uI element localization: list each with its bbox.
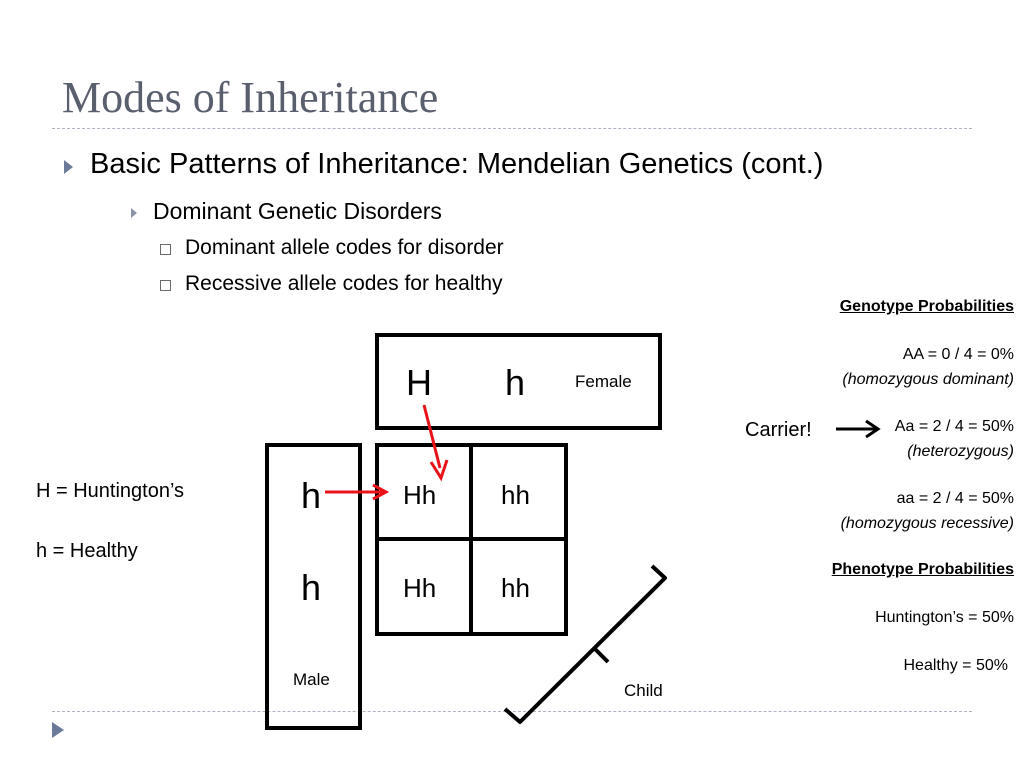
bullet-square-icon xyxy=(160,244,171,255)
punnett-cell: hh xyxy=(501,480,530,510)
genotype-line: aa = 2 / 4 = 50% xyxy=(896,490,1014,507)
punnett-cell: Hh xyxy=(403,573,437,603)
red-arrow-from-male-icon xyxy=(325,483,390,501)
black-arrow-carrier-icon xyxy=(836,419,881,439)
female-box xyxy=(375,333,662,430)
title-divider xyxy=(52,128,972,129)
bullet-level3-1: Dominant allele codes for disorder xyxy=(185,236,504,259)
footer-divider xyxy=(52,711,972,712)
bullet-small-triangle-icon xyxy=(131,208,137,218)
bullet-level3-2: Recessive allele codes for healthy xyxy=(185,272,503,295)
male-box xyxy=(265,443,362,730)
genotype-line: AA = 0 / 4 = 0% xyxy=(902,346,1014,363)
child-label: Child xyxy=(624,681,663,700)
carrier-label: Carrier! xyxy=(745,419,812,441)
genotype-note: (heterozygous) xyxy=(907,443,1014,460)
male-label: Male xyxy=(293,670,330,689)
red-arrow-from-female-icon xyxy=(422,404,449,482)
phenotype-heading: Phenotype Probabilities xyxy=(831,561,1014,578)
bullet-level2: Dominant Genetic Disorders xyxy=(153,198,442,224)
genotype-note: (homozygous recessive) xyxy=(840,515,1014,532)
nav-forward-icon xyxy=(52,722,64,738)
legend-dominant: H = Huntington’s xyxy=(36,480,185,502)
phenotype-line: Healthy = 50% xyxy=(903,657,1008,674)
slide-title: Modes of Inheritance xyxy=(62,73,439,122)
genotype-heading: Genotype Probabilities xyxy=(839,298,1014,315)
legend-recessive: h = Healthy xyxy=(36,540,138,562)
bullet-level1: Basic Patterns of Inheritance: Mendelian… xyxy=(90,148,824,180)
male-allele-1: h xyxy=(301,475,322,516)
male-allele-2: h xyxy=(301,567,322,608)
bullet-square-icon xyxy=(160,280,171,291)
bullet-triangle-icon xyxy=(64,160,73,174)
phenotype-line: Huntington’s = 50% xyxy=(875,609,1014,626)
genotype-note: (homozygous dominant) xyxy=(842,371,1014,388)
female-allele-2: h xyxy=(505,362,526,403)
bracket-icon xyxy=(503,564,667,724)
genotype-line: Aa = 2 / 4 = 50% xyxy=(894,418,1014,435)
punnett-cell: hh xyxy=(501,573,530,603)
grid-horizontal-divider xyxy=(375,537,568,541)
punnett-cell: Hh xyxy=(403,480,437,510)
female-label: Female xyxy=(575,372,632,391)
female-allele-1: H xyxy=(406,362,432,403)
